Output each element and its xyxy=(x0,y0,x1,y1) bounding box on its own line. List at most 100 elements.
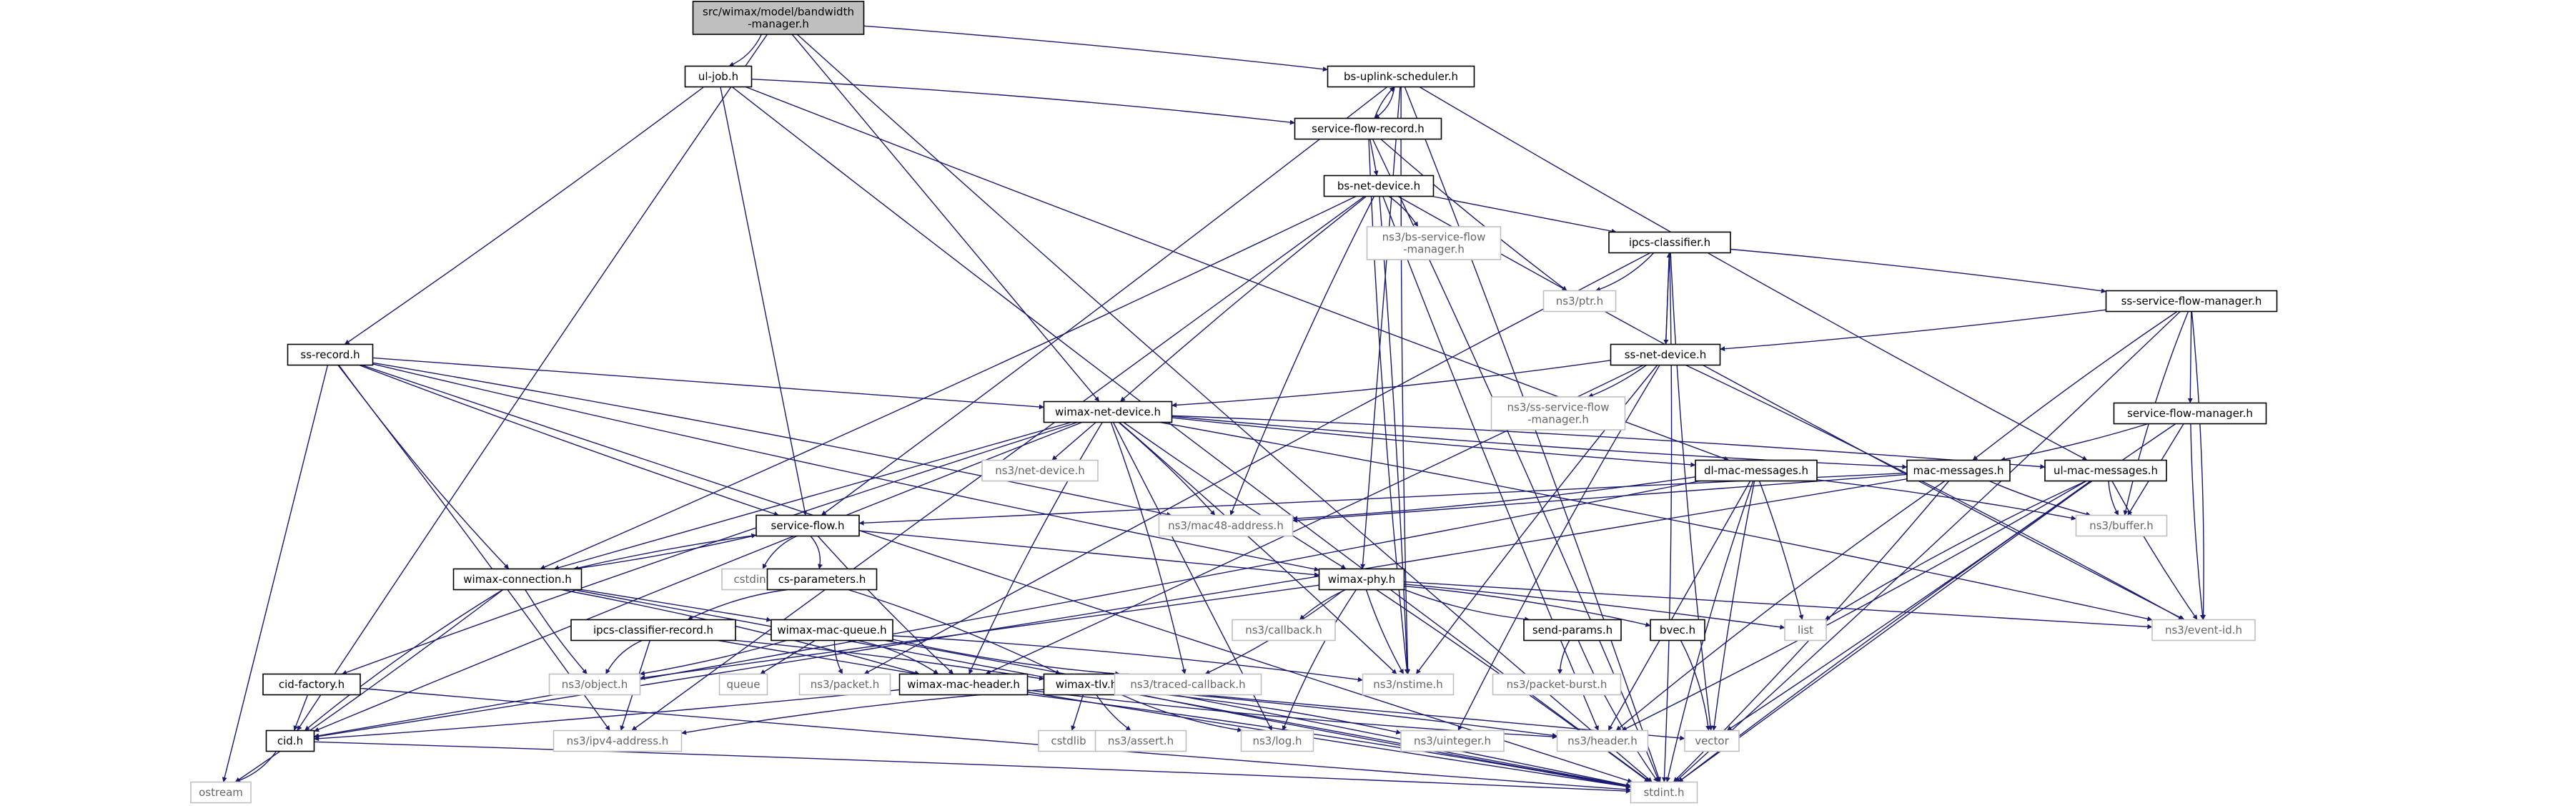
edge-wimax_phy-to-list xyxy=(1404,584,1785,630)
node-box[interactable] xyxy=(1043,400,1173,423)
node-box xyxy=(553,729,683,752)
node-wimax-phy[interactable]: wimax-phy.h xyxy=(1318,568,1405,591)
node-mac-msgs[interactable]: mac-messages.h xyxy=(1906,459,2011,482)
node-bvec[interactable]: bvec.h xyxy=(1650,619,1705,642)
node-traced-cb: ns3/traced-callback.h xyxy=(1114,673,1262,696)
node-mac48: ns3/mac48-address.h xyxy=(1158,514,1294,537)
edge-ul_mac-to-header xyxy=(1621,480,2087,732)
edge-sf_record-to-bs_uplink xyxy=(1374,87,1395,119)
node-sf-record[interactable]: service-flow-record.h xyxy=(1294,117,1442,140)
node-box[interactable] xyxy=(1294,117,1442,140)
edge-wimax_phy-to-bvec xyxy=(1404,585,1651,627)
node-cid[interactable]: cid.h xyxy=(265,729,315,752)
node-box[interactable] xyxy=(2105,290,2278,313)
node-box[interactable] xyxy=(2113,402,2267,425)
edge-bs_net-to-header xyxy=(1382,196,1599,731)
node-box[interactable] xyxy=(452,568,583,591)
edge-wimax_mac_queue-to-packet xyxy=(833,640,843,674)
node-box[interactable] xyxy=(570,619,736,642)
node-ipcs[interactable]: ipcs-classifier.h xyxy=(1608,231,1731,254)
edge-ul_mac-to-event_id xyxy=(2111,481,2198,620)
edge-ipcs-to-ptr xyxy=(1595,252,1655,292)
node-box xyxy=(1784,619,1827,642)
node-cstdlib: cstdlib xyxy=(1038,729,1099,752)
node-box[interactable] xyxy=(1327,65,1475,88)
node-wimax-mac-header[interactable]: wimax-mac-header.h xyxy=(898,673,1029,696)
node-box[interactable] xyxy=(287,343,374,366)
edge-dl_mac-to-mac48 xyxy=(1292,476,1696,521)
node-event-id: ns3/event-id.h xyxy=(2151,619,2256,642)
node-ss-net[interactable]: ss-net-device.h xyxy=(1610,343,1721,366)
node-packet-burst: ns3/packet-burst.h xyxy=(1492,673,1622,696)
edge-wimax_phy-to-send_params xyxy=(1404,589,1530,622)
node-box xyxy=(1158,514,1294,537)
node-bs-uplink[interactable]: bs-uplink-scheduler.h xyxy=(1327,65,1475,88)
node-wimax-mac-queue[interactable]: wimax-mac-queue.h xyxy=(771,619,893,642)
node-cs-params[interactable]: cs-parameters.h xyxy=(766,568,878,591)
edge-ss_sfm-to-stdint xyxy=(1675,310,2181,783)
edge-service_flow-to-cstdint xyxy=(762,535,798,569)
node-label: ss-record.h xyxy=(300,348,360,361)
node-service-flow[interactable]: service-flow.h xyxy=(756,514,860,537)
node-label: ns3/net-device.h xyxy=(995,464,1085,477)
node-box[interactable] xyxy=(1610,343,1721,366)
edge-wimax_conn-to-service_flow xyxy=(573,533,757,570)
edge-wimax_mac_header-to-cid xyxy=(314,689,900,742)
node-box[interactable] xyxy=(1318,568,1405,591)
node-box[interactable] xyxy=(1323,175,1435,197)
node-box[interactable] xyxy=(1906,459,2011,482)
node-ss-sfm[interactable]: ss-service-flow-manager.h xyxy=(2105,290,2278,313)
node-wimax-conn[interactable]: wimax-connection.h xyxy=(452,568,583,591)
node-sfm[interactable]: service-flow-manager.h xyxy=(2113,402,2267,425)
node-box[interactable] xyxy=(1695,459,1818,482)
node-label: bs-net-device.h xyxy=(1337,180,1420,192)
node-vector: vector xyxy=(1684,729,1740,752)
node-bs-net[interactable]: bs-net-device.h xyxy=(1323,175,1435,197)
node-box[interactable] xyxy=(1523,619,1622,642)
node-box[interactable] xyxy=(756,514,860,537)
node-header: ns3/header.h xyxy=(1556,729,1649,752)
edge-ss_record-to-wimax_conn xyxy=(338,365,510,569)
node-ul-mac[interactable]: ul-mac-messages.h xyxy=(2044,459,2167,482)
edge-bs_uplink-to-wimax_phy xyxy=(1360,87,1401,569)
node-label: cid.h xyxy=(277,734,303,747)
edge-ss_net-to-ipcs xyxy=(1665,252,1672,345)
edge-ul_job-to-sf_record xyxy=(751,79,1295,125)
node-ipcs-record[interactable]: ipcs-classifier-record.h xyxy=(570,619,736,642)
edge-wimax_tlv-to-cstdlib xyxy=(1071,694,1084,731)
node-label: ns3/mac48-address.h xyxy=(1168,519,1284,532)
node-ul-job[interactable]: ul-job.h xyxy=(684,65,753,88)
node-dl-mac[interactable]: dl-mac-messages.h xyxy=(1695,459,1818,482)
edge-ipcs_record-to-stdint xyxy=(718,639,1631,789)
edge-ul_job-to-service_flow xyxy=(720,87,808,516)
edge-wimax_net-to-mac48 xyxy=(1118,421,1216,516)
edge-ss_record-to-service_flow xyxy=(359,364,779,516)
node-send-params[interactable]: send-params.h xyxy=(1523,619,1622,642)
node-box[interactable] xyxy=(2044,459,2167,482)
node-wimax-net[interactable]: wimax-net-device.h xyxy=(1043,400,1173,423)
node-label: -manager.h xyxy=(748,18,809,31)
node-box[interactable] xyxy=(265,729,315,752)
node-label: dl-mac-messages.h xyxy=(1704,464,1808,477)
edge-ss_record-to-wimax_phy xyxy=(372,363,1319,572)
edge-bs_net-to-mac48 xyxy=(1229,196,1375,516)
node-box xyxy=(798,673,891,696)
edge-root-to-wimax_net xyxy=(791,34,1100,402)
node-box[interactable] xyxy=(262,673,361,696)
node-ss-record[interactable]: ss-record.h xyxy=(287,343,374,366)
node-box[interactable] xyxy=(1608,231,1731,254)
node-cid-factory[interactable]: cid-factory.h xyxy=(262,673,361,696)
node-box[interactable] xyxy=(771,619,893,642)
node-label: cstdint xyxy=(733,573,770,586)
edge-wimax_mac_queue-to-stdint xyxy=(885,639,1631,787)
node-box[interactable] xyxy=(1650,619,1705,642)
edge-bs_uplink-to-service_flow xyxy=(821,86,1388,516)
node-box[interactable] xyxy=(766,568,878,591)
node-box[interactable] xyxy=(684,65,753,88)
edge-ul_mac-to-vector xyxy=(1726,480,2091,732)
edge-ipcs-to-vector xyxy=(1670,252,1713,731)
node-nstime: ns3/nstime.h xyxy=(1362,673,1455,696)
node-label: ul-mac-messages.h xyxy=(2054,464,2158,477)
node-box[interactable] xyxy=(898,673,1029,696)
